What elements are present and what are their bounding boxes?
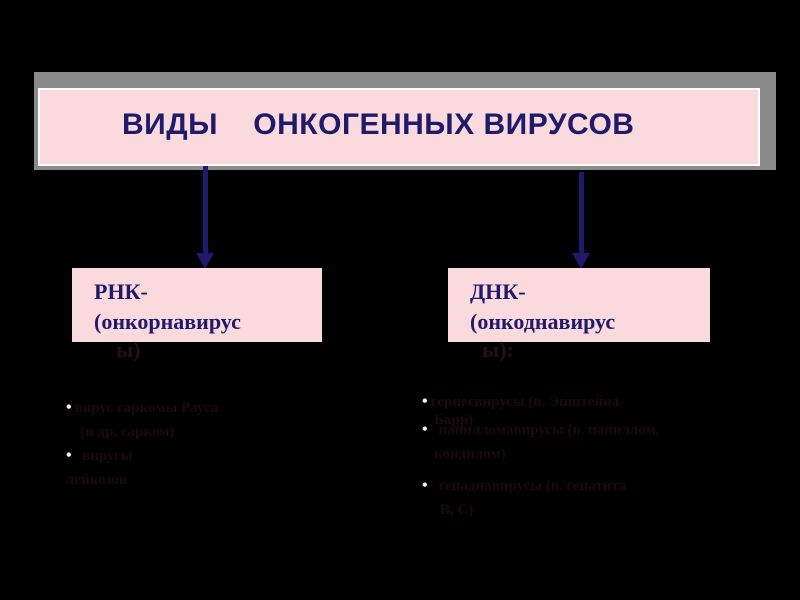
bullet-icon: • bbox=[422, 393, 428, 410]
dna-virus-list: •герпесвирусы (в. Эпштейна- Барр) •папил… bbox=[422, 390, 659, 522]
bullet-icon: • bbox=[422, 477, 428, 494]
bullet-icon: • bbox=[66, 447, 72, 464]
dna-line-2: (онкоднавирус bbox=[470, 309, 616, 334]
list-item: •вирус саркомы Рауса bbox=[66, 399, 219, 416]
rna-virus-label: РНК- (онкорнавирус ы) bbox=[94, 276, 241, 366]
list-item-cont: В, С) bbox=[440, 502, 474, 518]
list-item: •герпесвирусы (в. Эпштейна- bbox=[422, 393, 625, 410]
page-title: ВИДЫ ОНКОГЕННЫХ ВИРУСОВ bbox=[122, 108, 635, 141]
title-box: ВИДЫ ОНКОГЕННЫХ ВИРУСОВ bbox=[38, 88, 760, 166]
list-item-cont: лейкозов bbox=[66, 472, 127, 488]
list-item-cont: Барр) bbox=[434, 412, 474, 428]
list-item: •гепаднавирусы (в. гепатита bbox=[422, 477, 627, 494]
dna-virus-box: ДНК- (онкоднавирус ы): bbox=[448, 268, 710, 362]
rna-line-2: (онкорнавирус bbox=[94, 309, 241, 334]
rna-virus-list: •вирус саркомы Рауса (и др. сарком) • ви… bbox=[66, 396, 218, 492]
bullet-icon: • bbox=[66, 399, 72, 416]
list-item: •папилломавирусы (в. папиллом, bbox=[422, 421, 660, 438]
dna-virus-label: ДНК- (онкоднавирус ы): bbox=[470, 276, 615, 366]
rna-line-1: РНК- bbox=[94, 279, 148, 304]
list-item: • вирусы bbox=[66, 447, 133, 464]
bullet-icon: • bbox=[422, 421, 428, 438]
rna-line-3: ы) bbox=[116, 337, 141, 362]
list-item-cont: (и др. сарком) bbox=[80, 424, 175, 440]
list-item-cont: кондилом) bbox=[434, 446, 506, 462]
dna-line-3: ы): bbox=[482, 337, 514, 362]
rna-virus-box: РНК- (онкорнавирус ы) bbox=[72, 268, 322, 362]
dna-line-1: ДНК- bbox=[470, 279, 526, 304]
